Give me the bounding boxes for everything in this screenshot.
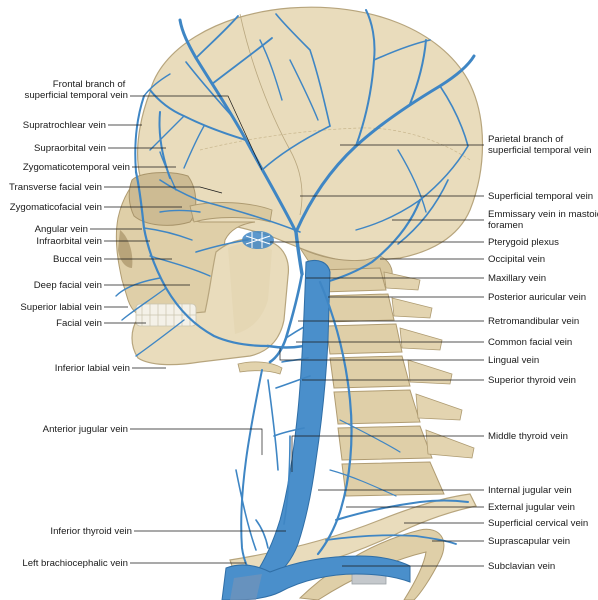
pterygoid-plexus-mesh	[242, 231, 274, 249]
label-buccal: Buccal vein	[53, 254, 102, 265]
label-internal-jugular: Internal jugular vein	[488, 485, 572, 496]
label-common-facial: Common facial vein	[488, 337, 572, 348]
labels-right: Parietal branch of superficial temporal …	[488, 134, 598, 572]
label-zygomaticofacial: Zygomaticofacial vein	[10, 202, 102, 213]
label-retromandibular: Retromandibular vein	[488, 316, 579, 327]
label-superficial-temporal: Superficial temporal vein	[488, 191, 593, 202]
label-middle-thyroid: Middle thyroid vein	[488, 431, 568, 442]
label-parietal-branch: Parietal branch of superficial temporal …	[488, 134, 591, 156]
label-maxillary: Maxillary vein	[488, 273, 546, 284]
cervical-vertebrae	[319, 267, 475, 497]
label-superficial-cervical: Superficial cervical vein	[488, 518, 588, 529]
label-transverse-facial: Transverse facial vein	[9, 182, 102, 193]
label-suprascapular: Suprascapular vein	[488, 536, 570, 547]
label-angular: Angular vein	[35, 224, 88, 235]
label-left-brachiocephalic: Left brachiocephalic vein	[22, 558, 128, 569]
label-supratrochlear: Supratrochlear vein	[23, 120, 106, 131]
label-anterior-jugular: Anterior jugular vein	[43, 424, 128, 435]
label-superior-labial: Superior labial vein	[20, 302, 102, 313]
label-facial: Facial vein	[56, 318, 102, 329]
label-pterygoid-plexus: Pterygoid plexus	[488, 237, 559, 248]
label-posterior-auricular: Posterior auricular vein	[488, 292, 586, 303]
label-inferior-labial: Inferior labial vein	[55, 363, 130, 374]
label-frontal-branch: Frontal branch of superficial temporal v…	[25, 79, 128, 101]
leader-lines	[90, 95, 484, 567]
anatomy-illustration	[115, 6, 484, 600]
label-inferior-thyroid: Inferior thyroid vein	[50, 526, 132, 537]
labels-left: Frontal branch of superficial temporal v…	[9, 79, 132, 569]
label-supraorbital: Supraorbital vein	[34, 143, 106, 154]
label-subclavian: Subclavian vein	[488, 561, 555, 572]
label-emissary-mastoid: Emmissary vein in mastoid foramen	[488, 209, 598, 231]
label-deep-facial: Deep facial vein	[34, 280, 102, 291]
label-occipital: Occipital vein	[488, 254, 545, 265]
veins	[115, 9, 476, 600]
label-infraorbital: Infraorbital vein	[36, 236, 102, 247]
label-lingual: Lingual vein	[488, 355, 539, 366]
label-zygomaticotemporal: Zygomaticotemporal vein	[23, 162, 130, 173]
label-external-jugular: External jugular vein	[488, 502, 575, 513]
brachiocephalic-shape	[221, 555, 411, 600]
label-superior-thyroid: Superior thyroid vein	[488, 375, 576, 386]
